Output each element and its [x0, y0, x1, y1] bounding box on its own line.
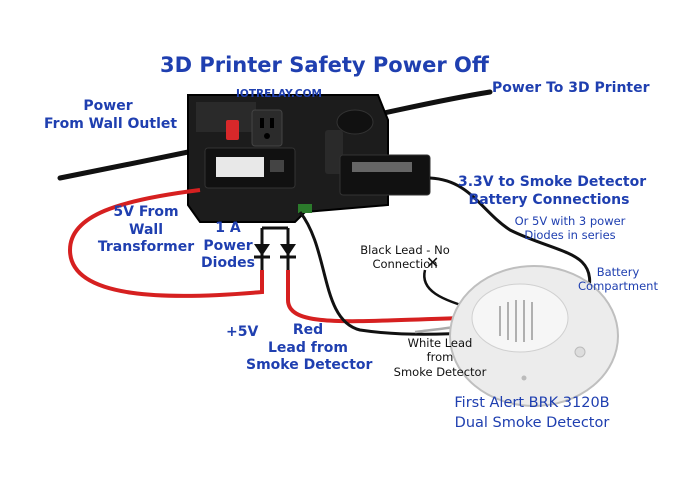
- label-or-5v-line2: Diodes in series: [524, 228, 616, 243]
- label-battery-compartment: Battery Compartment: [578, 265, 658, 294]
- relay-brand: IOTRELAY.COM: [236, 88, 322, 100]
- no-connection-mark: ✕: [426, 253, 439, 272]
- label-plus-5v: +5V: [226, 324, 259, 340]
- black-wire-3v3: [429, 176, 592, 291]
- label-red-lead-line3: Smoke Detector: [246, 357, 373, 373]
- label-battery-connections-line2: Battery Connections: [468, 191, 630, 208]
- label-red-lead: Red Lead from Smoke Detector: [246, 322, 373, 375]
- power-switch: [226, 120, 239, 140]
- label-battery-connections-line1: 3.3V to Smoke Detector: [458, 174, 647, 190]
- wall-transformer: [204, 147, 296, 189]
- label-detector-model: First Alert BRK 3120B Dual Smoke Detecto…: [436, 394, 628, 433]
- label-detector-model-line2: Dual Smoke Detector: [454, 414, 610, 431]
- label-transformer-line2: Wall: [129, 221, 163, 238]
- smoke-detector: [449, 265, 619, 407]
- label-red-lead-line1: Red: [292, 322, 324, 338]
- label-or-5v: Or 5V with 3 power Diodes in series: [508, 214, 632, 243]
- label-wall-outlet-line2: From Wall Outlet: [44, 115, 178, 132]
- label-diodes-line2: Power: [203, 237, 253, 254]
- label-battery-compartment-line1: Battery: [596, 265, 640, 279]
- label-power-to-printer: Power To 3D Printer: [492, 80, 650, 96]
- label-wall-outlet-line1: Power: [83, 98, 133, 114]
- label-diodes: 1 A Power Diodes: [200, 220, 256, 273]
- red-wire-detector: [286, 270, 471, 324]
- label-battery-compartment-line2: Compartment: [578, 279, 658, 294]
- label-white-lead-line1: White Lead: [407, 336, 473, 350]
- label-transformer-line1: 5V From: [113, 204, 179, 220]
- red-wire-transformer: [67, 188, 264, 298]
- page-title: 3D Printer Safety Power Off: [160, 53, 489, 77]
- label-battery-connections: 3.3V to Smoke Detector Battery Connectio…: [458, 174, 647, 209]
- label-white-lead: White Lead from Smoke Detector: [392, 336, 488, 379]
- power-diodes: [254, 226, 296, 270]
- label-diodes-line1: 1 A: [215, 220, 241, 236]
- label-red-lead-line2: Lead from: [268, 339, 348, 356]
- label-white-lead-line2: from: [426, 350, 454, 365]
- black-wire-ground: [298, 211, 479, 336]
- wall-power-cord: [57, 147, 201, 181]
- power-adapter: [339, 154, 431, 196]
- label-detector-model-line1: First Alert BRK 3120B: [454, 395, 610, 411]
- label-black-lead: Black Lead - No Connection: [360, 243, 450, 272]
- label-transformer-line3: Transformer: [97, 239, 195, 255]
- label-or-5v-line1: Or 5V with 3 power: [514, 214, 626, 228]
- printer-plug: [336, 109, 374, 135]
- label-black-lead-line1: Black Lead - No: [360, 243, 450, 257]
- label-white-lead-line3: Smoke Detector: [393, 364, 487, 379]
- outlet-always-on: [251, 109, 283, 147]
- label-diodes-line3: Diodes: [201, 255, 255, 271]
- label-transformer: 5V From Wall Transformer: [96, 204, 196, 257]
- label-black-lead-line2: Connection: [372, 257, 438, 272]
- label-wall-outlet: Power From Wall Outlet: [44, 98, 178, 133]
